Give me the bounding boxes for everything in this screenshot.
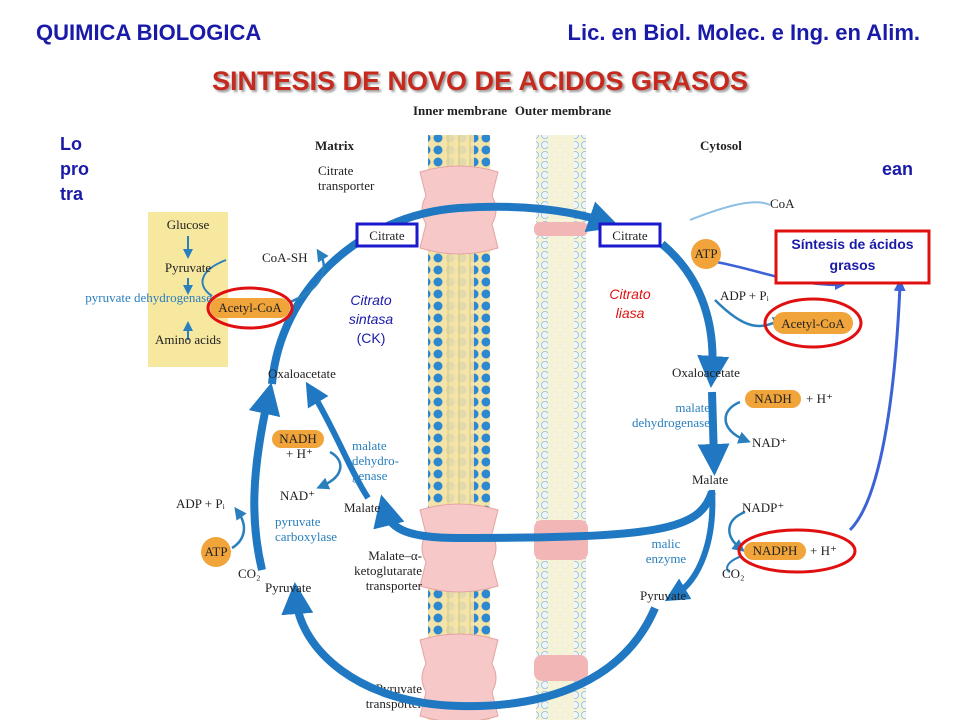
pyruvate-transporter-label: Pyruvate transporter: [365, 681, 422, 711]
pyruvate-source-label: Pyruvate: [165, 260, 211, 275]
citrate-export-arrow: [268, 201, 621, 385]
cytosol-pyruvate-label: Pyruvate: [640, 588, 686, 603]
matrix-label: Matrix: [315, 138, 354, 153]
cytosol-nadh-pill: [745, 390, 801, 408]
outer-porin-1: [534, 222, 588, 236]
nadph-to-synthesis-arrow: [848, 279, 906, 532]
matrix-nadh-pill: [272, 430, 324, 448]
matrix-co2-label: CO₂: [238, 566, 261, 581]
outer-porin-3: [534, 655, 588, 681]
cytosol-h-label: + H⁺: [806, 391, 833, 406]
matrix-acetyl-coa-label: Acetyl-CoA: [218, 300, 282, 315]
cytosol-malate-label: Malate: [692, 472, 728, 487]
header-program-title: Lic. en Biol. Molec. e Ing. en Alim.: [567, 20, 920, 45]
sintesis-label: Síntesis de ácidos grasos: [791, 236, 914, 273]
matrix-oaa-label: Oxaloacetate: [268, 366, 336, 381]
cytosol-acetyl-coa-highlight: [763, 297, 863, 349]
malate-return-arrow: [373, 490, 716, 543]
matrix-acetyl-coa-highlight: [206, 286, 294, 330]
matrix-adp-pi-label: ADP + Pᵢ: [176, 496, 226, 511]
matrix-mdh-label: malate dehydro- genase: [352, 438, 399, 483]
citrate-cleavage-arrow: [659, 240, 730, 388]
matrix-pyruvate-label: Pyruvate: [265, 580, 311, 595]
cytosol-nadp-label: NADP⁺: [742, 500, 784, 515]
background-text-line-2: pro: [60, 159, 89, 179]
cytosol-nadph-h-label: + H⁺: [810, 543, 837, 558]
citrato-liasa-label: Citrato liasa: [609, 286, 651, 321]
malate-to-oaa-arrow: [305, 381, 371, 500]
cytosol-nad-label: NAD⁺: [752, 435, 787, 450]
pc-label: pyruvate carboxylase: [275, 514, 338, 544]
matrix-citrate-box: [355, 222, 419, 248]
ck-label: (CK): [356, 330, 386, 346]
cytosol-oaa-label: Oxaloacetate: [672, 365, 740, 380]
glucose-label: Glucose: [167, 217, 210, 232]
cytosol-citrate-label: Citrate: [612, 228, 648, 243]
inner-membrane-label: Inner membrane: [412, 104, 507, 118]
matrix-atp-label: ATP: [204, 544, 227, 559]
cytosol-label: Cytosol: [700, 138, 742, 153]
background-text-line-1: Lo: [60, 134, 82, 154]
cytosol-nadph-label: NADPH: [753, 543, 798, 558]
cytosol-nadh-label: NADH: [754, 391, 792, 406]
sintesis-box: [774, 229, 931, 285]
page-title: SINTESIS DE NOVO DE ACIDOS GRASOS: [211, 66, 749, 96]
pyruvate-carboxylase-arrow: [248, 382, 281, 571]
coa-label: CoA: [770, 196, 795, 211]
citrato-sintasa-label: Citrato sintasa: [348, 292, 394, 327]
matrix-nad-label: NAD⁺: [280, 488, 315, 503]
matrix-nadh-label: NADH: [279, 431, 317, 446]
oaa-to-malate-arrow: [697, 391, 730, 476]
malate-kg-transporter-label: Malate–α-ketoglutarate transporter: [354, 548, 422, 593]
amino-acids-label: Amino acids: [154, 332, 222, 347]
cytosol-acetyl-coa-pill: [773, 312, 853, 334]
malate-to-pyruvate-arrow: [664, 489, 716, 602]
nadph-highlight: [737, 528, 857, 574]
header-course-title: QUIMICA BIOLOGICA: [36, 20, 262, 45]
matrix-citrate-label: Citrate: [369, 228, 405, 243]
background-text-line-3: tra: [60, 184, 84, 204]
cytosol-atp-circle: [691, 239, 721, 269]
pyruvate-return-arrow: [281, 582, 659, 711]
outer-membrane-label: Outer membrane: [514, 104, 612, 118]
cytosol-mdh-label: malate dehydrogenase: [632, 400, 710, 430]
pyruvate-transporter-protein: [419, 633, 499, 720]
coa-sh-label: CoA-SH: [262, 250, 308, 265]
background-text-line-2-right: ean: [882, 159, 914, 179]
cytosol-citrate-box: [598, 222, 662, 248]
malic-enzyme-label: malic enzyme: [645, 536, 687, 566]
cytosol-co2-label: CO₂: [722, 566, 745, 581]
cytosol-adp-pi-label: ADP + Pᵢ: [720, 288, 770, 303]
cytosol-acetyl-coa-label: Acetyl-CoA: [781, 316, 845, 331]
pdh-label: pyruvate dehydrogenase: [85, 290, 212, 305]
matrix-malate-label: Malate: [344, 500, 380, 515]
citrate-transporter-label: Citrate transporter: [318, 163, 375, 193]
cytosol-atp-label: ATP: [694, 246, 717, 261]
matrix-atp-circle: [201, 537, 231, 567]
matrix-h-label: + H⁺: [286, 446, 313, 461]
malate-transporter-protein: [419, 503, 499, 593]
matrix-acetyl-coa-pill: [210, 298, 290, 318]
cytosol-nadph-pill: [744, 542, 806, 560]
